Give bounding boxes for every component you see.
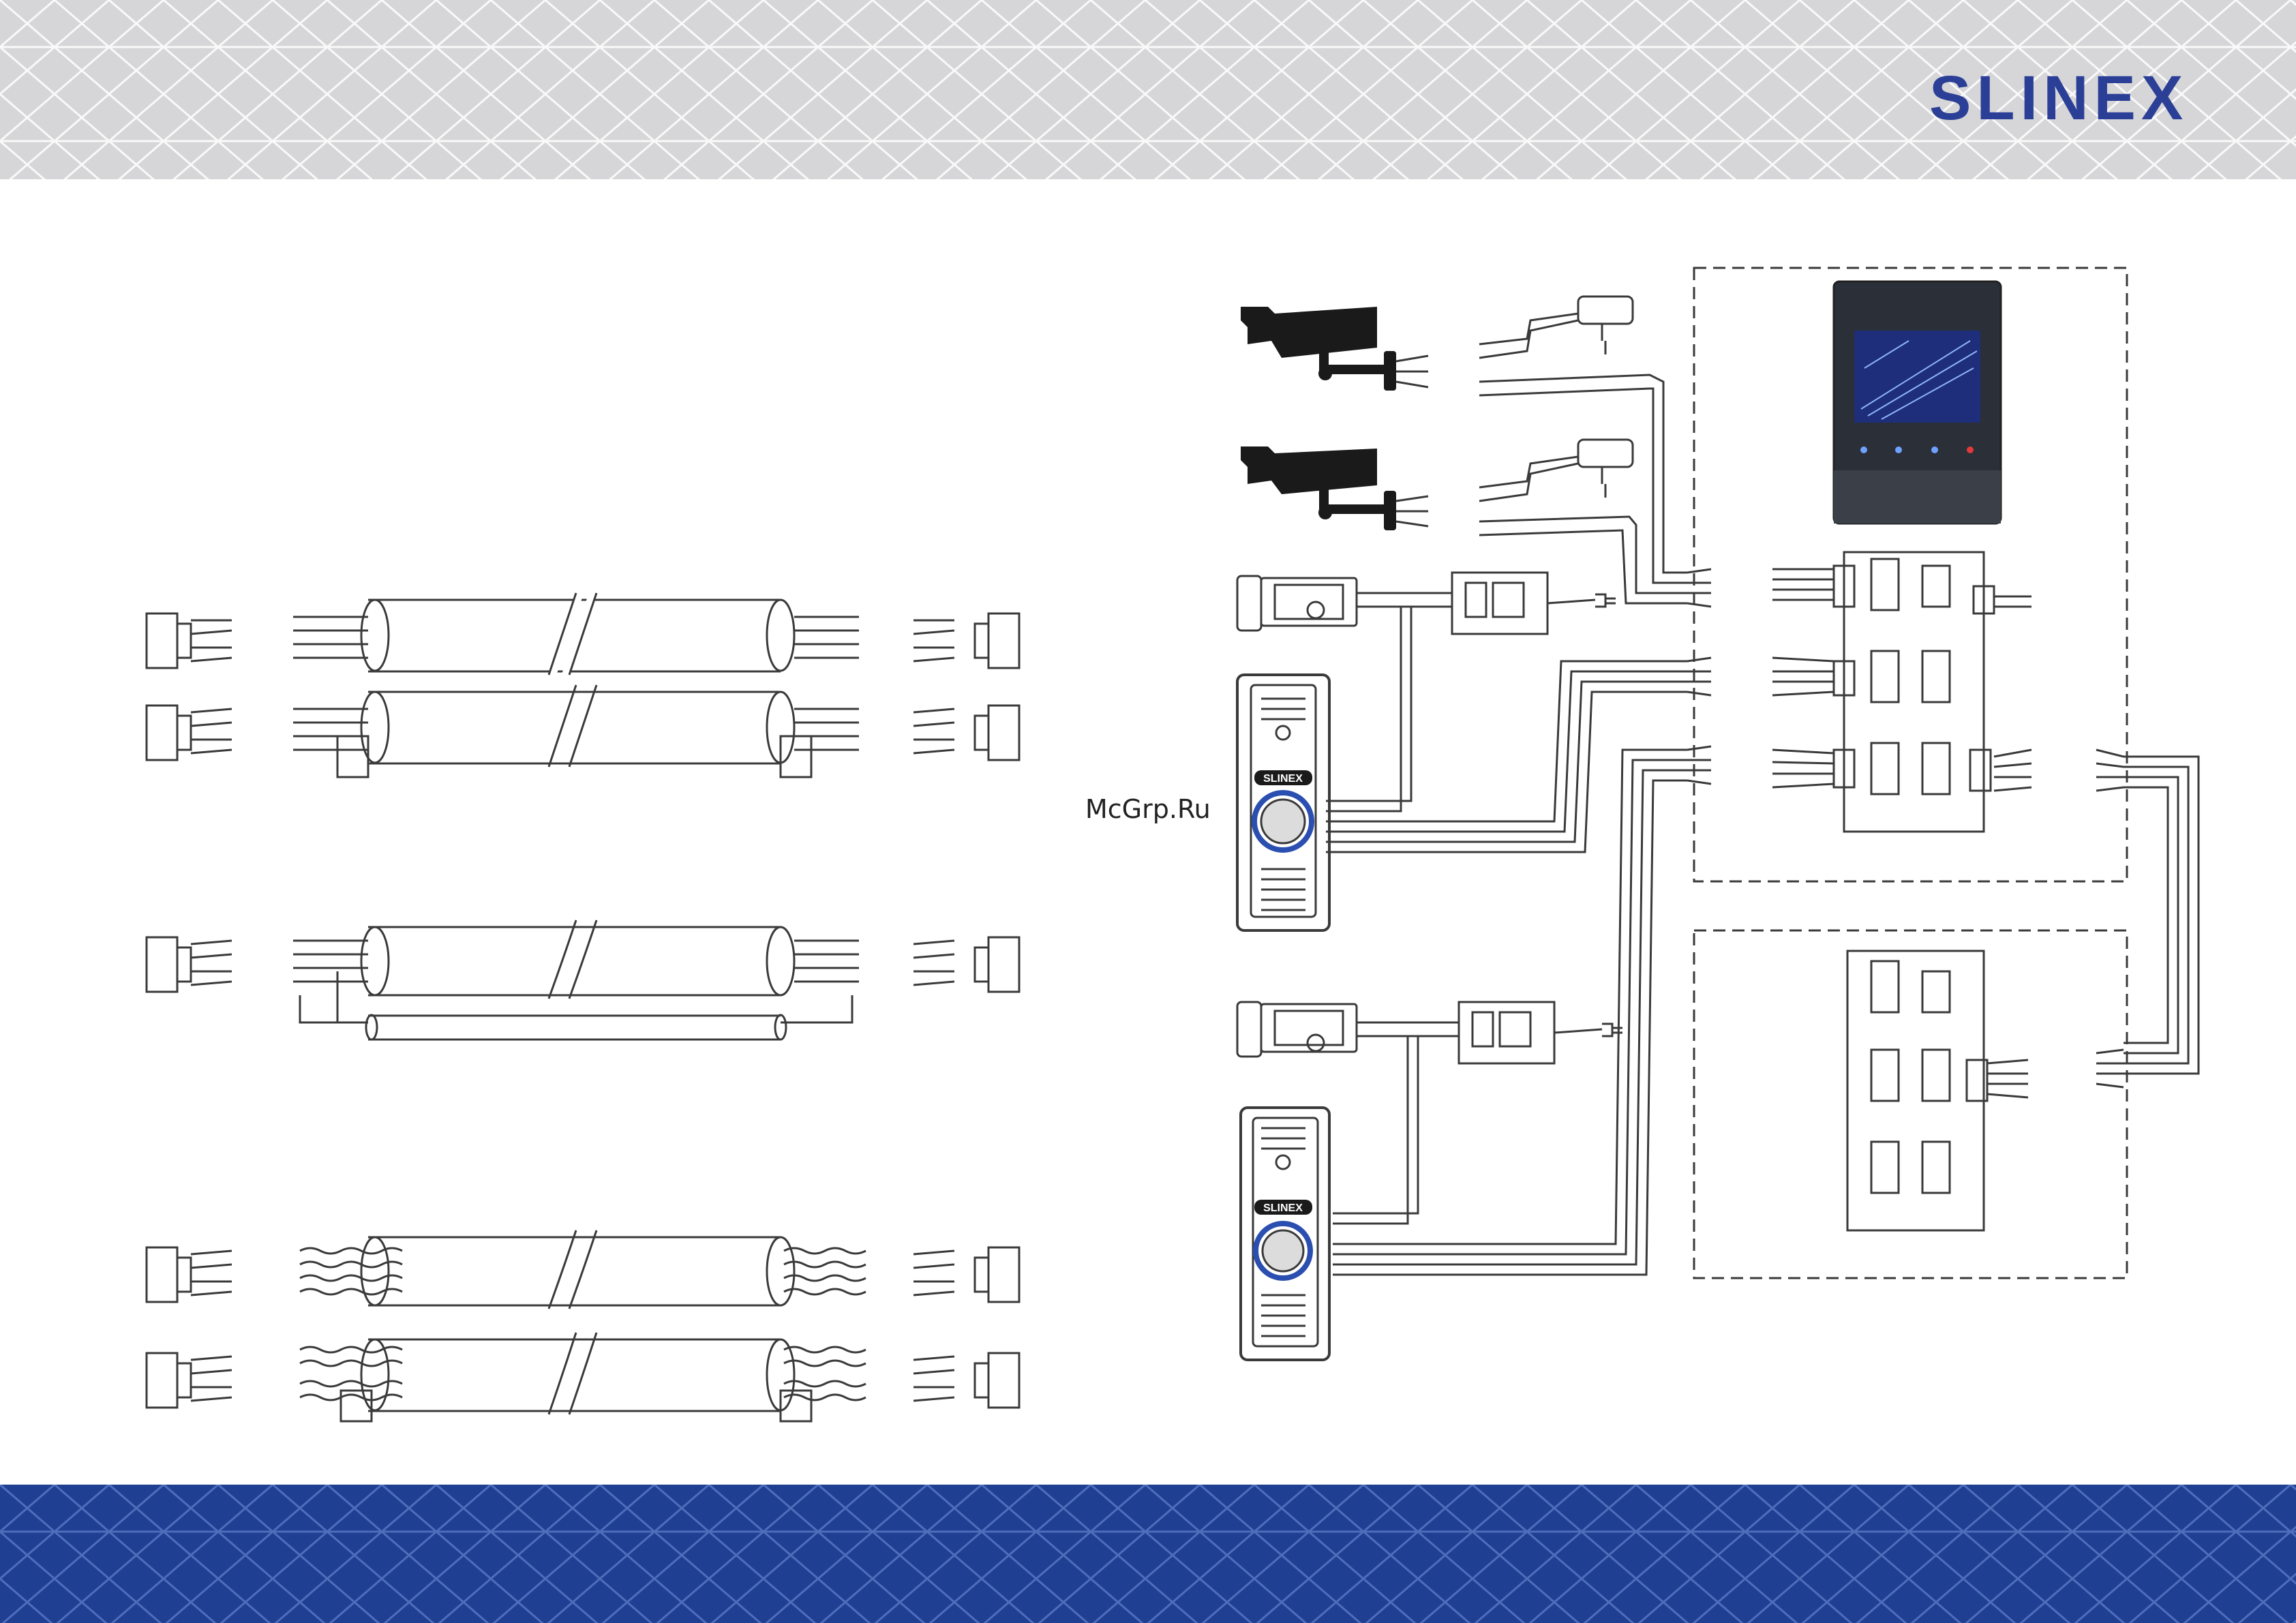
panel-1-brand: SLINEX: [1263, 773, 1303, 785]
connector-icon: [975, 1353, 1019, 1408]
cable-example-4: [147, 1230, 1019, 1309]
wiring-diagram: SLINEX SLINEX: [0, 179, 2296, 1485]
footer-pattern-band: [0, 1485, 2296, 1623]
power-adapter-icon: [1479, 440, 1633, 501]
cable-example-3: [147, 920, 1019, 1040]
electric-lock-icon: [1237, 576, 1452, 631]
connector-icon: [147, 706, 191, 760]
connector-icon: [147, 613, 191, 668]
outdoor-panel-1: [1237, 675, 1329, 930]
cable-body: [361, 593, 794, 675]
cctv-camera-1: [1241, 307, 1396, 391]
connector-icon: [147, 1353, 191, 1408]
lock-power-supply-icon: [1452, 573, 1616, 634]
connector-icon: [975, 613, 1019, 668]
indoor-monitor: [1834, 282, 2001, 524]
slinex-logo: SLINEX: [1929, 63, 2188, 134]
connector-icon: [975, 706, 1019, 760]
cable-example-1: [147, 593, 1019, 675]
electric-lock-icon: [1237, 1002, 1459, 1057]
power-adapter-icon: [1479, 297, 1633, 358]
connector-icon: [147, 937, 191, 992]
outdoor-panel-2: [1241, 1108, 1329, 1360]
connector-icon: [975, 1247, 1019, 1302]
distribution-module-2: [1847, 951, 1987, 1230]
distribution-module-1: [1772, 552, 2031, 832]
connector-icon: [975, 937, 1019, 992]
cable-example-5: [147, 1333, 1019, 1421]
cable-example-2: [147, 685, 1019, 777]
cctv-camera-2: [1241, 446, 1396, 530]
panel-2-brand: SLINEX: [1263, 1202, 1303, 1214]
lock-power-supply-icon: [1459, 1002, 1622, 1063]
connector-icon: [147, 1247, 191, 1302]
